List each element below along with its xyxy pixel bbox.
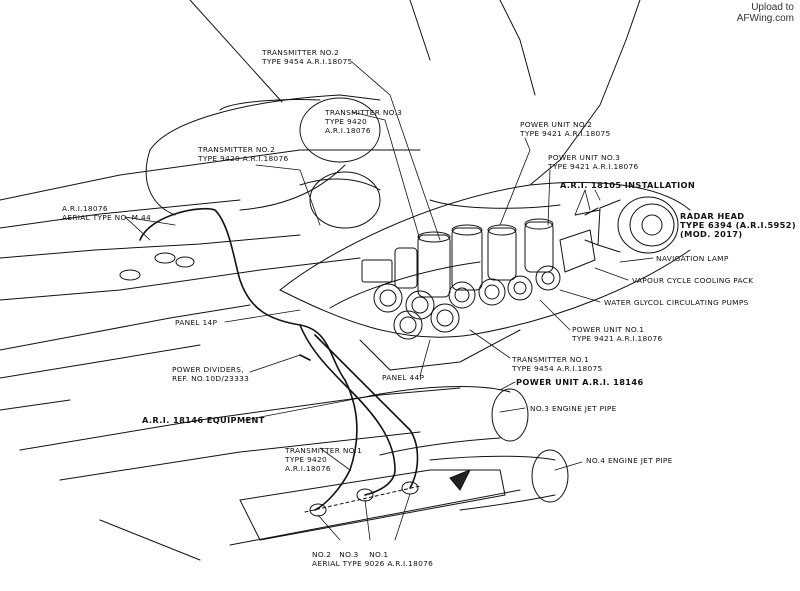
label-power-unit-18146: POWER UNIT A.R.I. 18146: [516, 377, 644, 387]
label-panel-14p: PANEL 14P: [175, 318, 218, 327]
lower-wing-outline: [20, 388, 520, 560]
upper-engine-nacelles: [146, 95, 380, 228]
watermark: Upload to AFWing.com: [737, 2, 794, 24]
upper-wing-outline: [0, 150, 420, 410]
label-vapour-cycle: VAPOUR CYCLE COOLING PACK: [632, 276, 754, 285]
label-water-glycol: WATER GLYCOL CIRCULATING PUMPS: [604, 298, 749, 307]
lower-aerials: [305, 470, 470, 516]
label-ari-18105: A.R.I. 18105 INSTALLATION: [560, 180, 696, 190]
label-no4-engine-jet-pipe: No.4 ENGINE JET PIPE: [586, 456, 673, 465]
label-navigation-lamp: NAVIGATION LAMP: [656, 254, 729, 263]
label-no3-engine-jet-pipe: No.3 ENGINE JET PIPE: [530, 404, 617, 413]
watermark-line2: AFWing.com: [736, 13, 794, 24]
equipment-cylinders: [362, 210, 600, 339]
tail-fin-outline: [190, 0, 640, 185]
cable-runs: [140, 209, 418, 510]
lower-engine-jet-pipes: [360, 386, 568, 510]
leader-lines: [125, 62, 653, 540]
radar-head: [585, 197, 678, 253]
fuselage-cone: [280, 182, 690, 370]
label-ari-18146-equipment: A.R.I. 18146 EQUIPMENT: [142, 415, 265, 425]
label-panel-44p: PANEL 44P: [382, 373, 425, 382]
label-power-dividers: POWER DIVIDERS,REF. No.10D/23333: [172, 365, 250, 383]
watermark-line1: Upload to: [751, 2, 794, 13]
